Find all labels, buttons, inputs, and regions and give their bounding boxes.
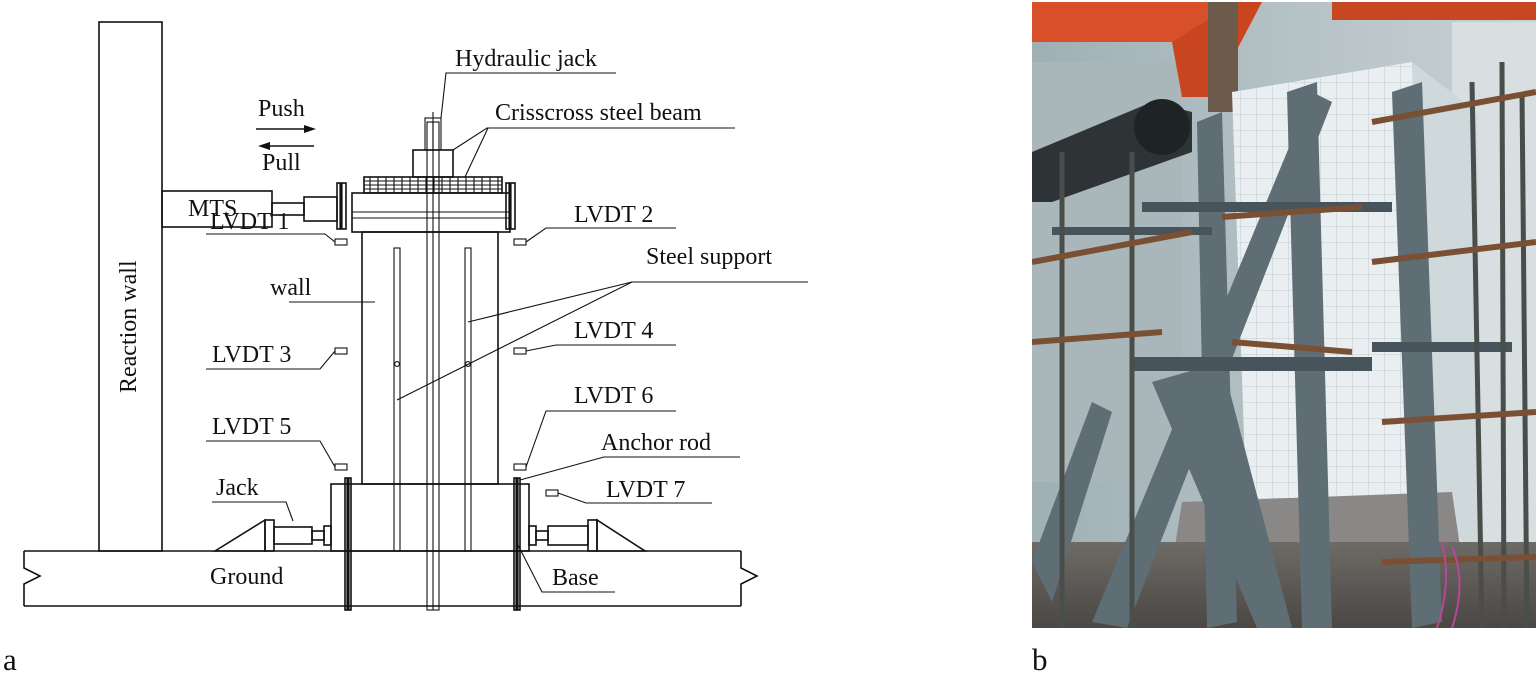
- label-lvdt-2: LVDT 2: [574, 202, 653, 228]
- central-rod: [426, 121, 440, 611]
- label-anchor-rod: Anchor rod: [601, 430, 711, 456]
- ground-slab: [23, 550, 759, 607]
- test-setup-schematic: Hydraulic jack Crisscross steel beam Pus…: [23, 21, 808, 611]
- label-lvdt-5: LVDT 5: [212, 414, 291, 440]
- left-jack: [212, 518, 332, 552]
- lvdt-sensors: [334, 238, 559, 497]
- loading-beam: [351, 192, 511, 233]
- wall-specimen: [361, 231, 499, 485]
- anchor-rods: [344, 477, 521, 611]
- pull-arrow: [258, 142, 314, 150]
- test-setup-photo: [1032, 2, 1536, 628]
- beam-end-plates: [336, 182, 516, 230]
- label-pull: Pull: [262, 150, 301, 176]
- label-hydraulic-jack: Hydraulic jack: [455, 46, 597, 72]
- label-base: Base: [552, 565, 599, 591]
- panel-label-b: b: [1032, 642, 1048, 677]
- label-steel-support: Steel support: [646, 244, 772, 270]
- label-lvdt-1: LVDT 1: [210, 209, 289, 235]
- label-reaction-wall: Reaction wall: [116, 260, 142, 393]
- label-push: Push: [258, 96, 305, 122]
- label-wall: wall: [270, 275, 312, 301]
- leader-lines: [206, 72, 808, 593]
- push-arrow: [256, 125, 316, 133]
- right-jack: [528, 518, 648, 552]
- mts-actuator: [161, 190, 338, 228]
- label-jack: Jack: [216, 475, 259, 501]
- base-block: [330, 483, 530, 552]
- label-lvdt-4: LVDT 4: [574, 318, 653, 344]
- label-lvdt-7: LVDT 7: [606, 477, 685, 503]
- label-mts: MTS: [188, 196, 237, 222]
- label-ground: Ground: [210, 564, 283, 590]
- label-lvdt-6: LVDT 6: [574, 383, 653, 409]
- crisscross-steel-beam: [363, 176, 503, 194]
- hydraulic-jack: [412, 112, 454, 178]
- reaction-wall: [98, 21, 163, 552]
- panel-label-a: a: [3, 642, 17, 677]
- steel-supports: [393, 247, 472, 552]
- label-crisscross-steel-beam: Crisscross steel beam: [495, 100, 702, 126]
- label-lvdt-3: LVDT 3: [212, 342, 291, 368]
